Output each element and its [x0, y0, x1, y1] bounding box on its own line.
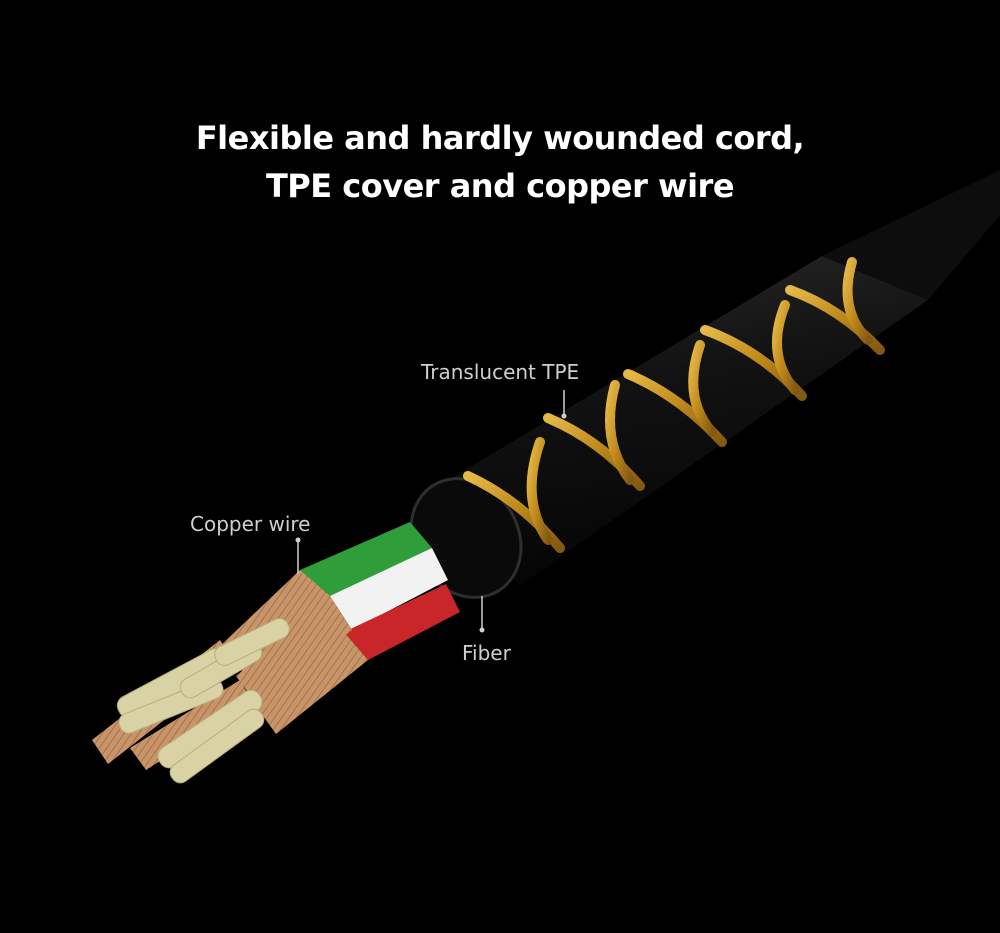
callout-translucent-tpe: Translucent TPE: [421, 360, 580, 384]
headline-line-2: TPE cover and copper wire: [265, 167, 735, 205]
callout-fiber: Fiber: [462, 641, 511, 665]
callout-copper-wire: Copper wire: [190, 512, 311, 536]
gold-braid-pattern: [463, 257, 885, 553]
callout-leaders: [295, 390, 567, 633]
insulated-wires: [300, 522, 460, 660]
headline-line-1: Flexible and hardly wounded cord,: [195, 119, 805, 157]
cable-jacket: [409, 170, 1000, 599]
fiber-strands: [116, 618, 290, 784]
